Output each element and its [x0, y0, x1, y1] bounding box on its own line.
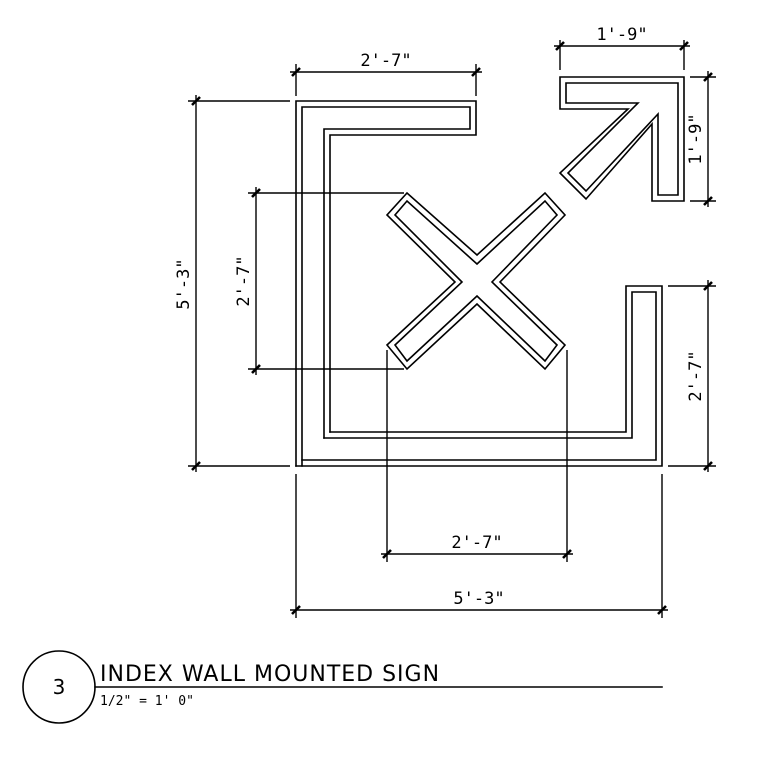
dim-arrow-height-label: 1'-9" — [686, 113, 706, 164]
drawing-number: 3 — [53, 675, 66, 699]
dim-overall-height-label: 5'-3" — [174, 258, 194, 309]
dim-overall-width-label: 5'-3" — [453, 589, 504, 609]
dim-arrow-width-label: 1'-9" — [596, 25, 647, 45]
dim-x-height-label: 2'-7" — [234, 255, 254, 306]
title-block: 3 INDEX WALL MOUNTED SIGN 1/2" = 1' 0" — [22, 650, 663, 724]
dim-x-width-label: 2'-7" — [451, 533, 502, 553]
dim-top-bracket-width-label: 2'-7" — [360, 51, 411, 71]
upper-left-bracket — [295, 100, 477, 467]
dim-bottom-bracket-height-label: 2'-7" — [686, 350, 706, 401]
drawing-scale: 1/2" = 1' 0" — [100, 694, 194, 709]
dim-bottom-bracket-height: 2'-7" — [668, 280, 716, 472]
lower-right-bracket — [295, 285, 663, 467]
drawing-title: INDEX WALL MOUNTED SIGN — [100, 662, 440, 687]
dim-top-bracket-width: 2'-7" — [290, 51, 482, 96]
dim-arrow-width: 1'-9" — [554, 25, 690, 70]
dim-arrow-height: 1'-9" — [686, 71, 716, 207]
dim-x-width: 2'-7" — [381, 350, 573, 562]
x-mark — [385, 191, 567, 371]
dim-overall-width: 5'-3" — [290, 474, 668, 618]
dim-x-height: 2'-7" — [234, 187, 404, 375]
arrow-mark — [558, 76, 685, 202]
dim-overall-height: 5'-3" — [174, 95, 290, 472]
